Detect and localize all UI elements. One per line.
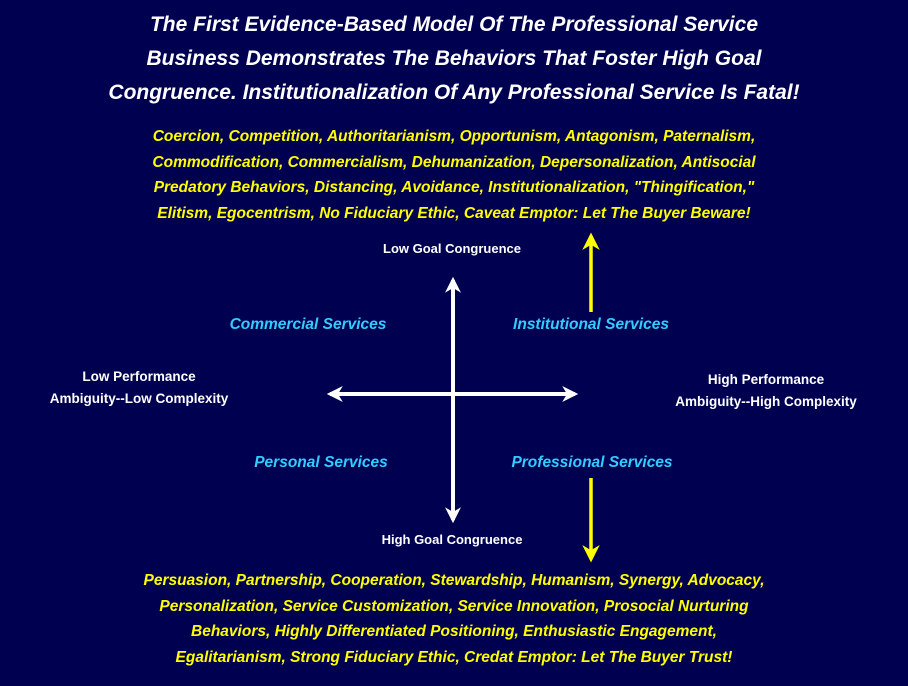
behavior-line: Predatory Behaviors, Distancing, Avoidan… — [153, 179, 755, 196]
axis-label-high-goal-congruence: High Goal Congruence — [381, 532, 523, 547]
behavior-line: Elitism, Egocentrism, No Fiduciary Ethic… — [157, 204, 751, 222]
title-line: The First Evidence-Based Model Of The Pr… — [149, 13, 758, 36]
behavior-line: Persuasion, Partnership, Cooperation, St… — [143, 572, 765, 589]
behavior-line: Coercion, Competition, Authoritarianism,… — [152, 128, 756, 145]
behavior-line: Commodification, Commercialism, Dehumani… — [152, 153, 756, 171]
slide-title: The First Evidence-Based Model Of The Pr… — [0, 8, 908, 110]
quadrant-commercial-services: Commercial Services — [229, 316, 387, 333]
axis-label-high-performance: High Performance Ambiguity--High Complex… — [675, 369, 857, 413]
bottom-behaviors-list: Persuasion, Partnership, Cooperation, St… — [0, 568, 908, 670]
side-line: High Performance — [707, 372, 825, 387]
side-line: Low Performance — [82, 369, 196, 384]
behavior-line: Personalization, Service Customization, … — [159, 597, 749, 615]
quadrant-personal-services: Personal Services — [254, 454, 388, 471]
title-line: Business Demonstrates The Behaviors That… — [146, 47, 762, 70]
axis-label-low-goal-congruence: Low Goal Congruence — [383, 241, 521, 256]
quadrant-professional-services: Professional Services — [511, 454, 673, 471]
axis-label-low-performance: Low Performance Ambiguity--Low Complexit… — [50, 366, 229, 410]
side-line: Ambiguity--Low Complexity — [49, 391, 229, 406]
title-line: Congruence. Institutionalization Of Any … — [108, 81, 800, 104]
quadrant-institutional-services: Institutional Services — [513, 316, 669, 333]
behavior-line: Egalitarianism, Strong Fiduciary Ethic, … — [175, 648, 733, 666]
top-behaviors-list: Coercion, Competition, Authoritarianism,… — [0, 124, 908, 226]
side-line: Ambiguity--High Complexity — [675, 394, 857, 409]
behavior-line: Behaviors, Highly Differentiated Positio… — [191, 623, 717, 640]
